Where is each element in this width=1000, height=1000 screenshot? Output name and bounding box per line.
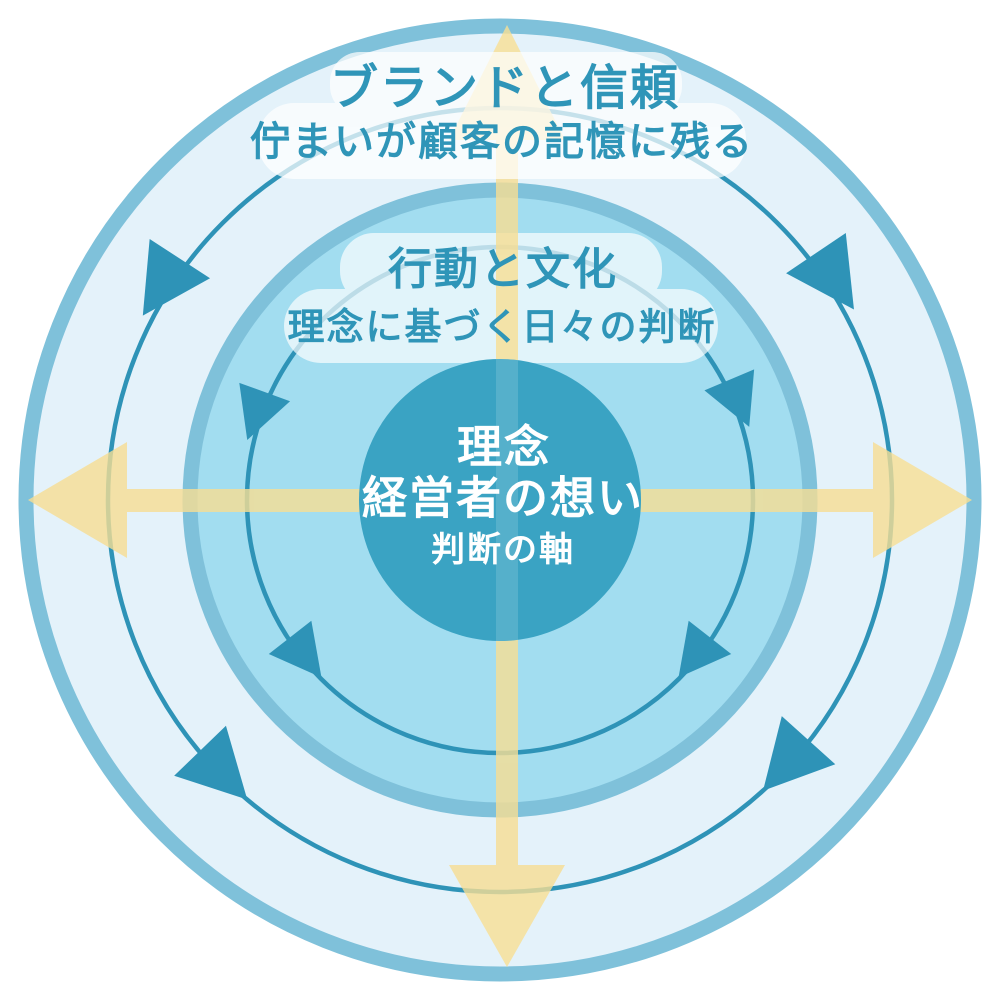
center-circle-subtitle: 経営者の想い [361, 471, 645, 525]
center-axis-band [496, 359, 518, 641]
rotation-arrow-icon-inner-lower-right [678, 620, 732, 678]
radiating-arrow-icon-down [449, 865, 565, 967]
rotation-arrow-icon-inner-upper-right [704, 369, 755, 427]
rotation-arrow-icon-inner-lower-left [268, 620, 322, 678]
rotation-arrow-icon-outer-upper-right [786, 232, 854, 310]
rotation-arrow-icon-inner-upper-left [239, 382, 291, 440]
middle-ring-title: 行動と文化 [388, 244, 618, 295]
rotation-arrow-icon-outer-upper-left [142, 239, 211, 316]
center-circle-caption: 判断の軸 [431, 530, 575, 570]
center-circle [359, 359, 641, 641]
inner-orbit-rotation-arrows [239, 369, 755, 678]
rotation-arrow-icon-outer-lower-left [174, 725, 248, 800]
outer-orbit-rotation-arrows [142, 232, 854, 800]
radiating-arrow-icon-right [873, 442, 972, 558]
outer-label-halo [258, 52, 746, 179]
rotation-arrow-icon-outer-lower-right [763, 716, 836, 791]
center-circle-title: 理念 [456, 420, 552, 474]
outer-ring-subtitle: 佇まいが顧客の記憶に残る [250, 119, 754, 165]
middle-ring-subtitle: 理念に基づく日々の判断 [287, 305, 717, 349]
radiating-arrow-icon-left [28, 442, 127, 558]
outer-ring-title: ブランドと信頼 [329, 60, 681, 116]
